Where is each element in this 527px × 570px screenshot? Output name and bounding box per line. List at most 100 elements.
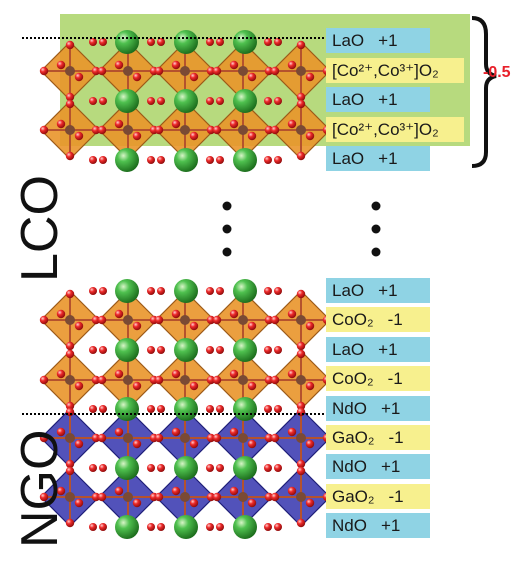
surface-layer-tag: LaO +1	[326, 146, 430, 171]
layer-name: GaO₂	[332, 486, 375, 506]
oxygen-atom	[74, 131, 84, 141]
oxygen-atom	[296, 99, 306, 109]
oxygen-atom	[212, 66, 222, 76]
oxygen-atom	[229, 486, 239, 496]
oxygen-atom	[99, 346, 107, 354]
b-site-cation	[238, 375, 248, 385]
layer-charge: +1	[378, 90, 398, 109]
oxygen-atom	[147, 287, 155, 295]
oxygen-atom	[296, 518, 306, 528]
oxygen-atom	[287, 369, 297, 379]
oxygen-atom	[97, 375, 107, 385]
la-cation	[174, 148, 198, 172]
oxygen-atom	[216, 38, 224, 46]
oxygen-atom	[171, 486, 181, 496]
oxygen-atom	[147, 346, 155, 354]
layer-charge: -1	[387, 310, 403, 330]
oxygen-atom	[189, 381, 199, 391]
oxygen-atom	[216, 523, 224, 531]
oxygen-atom	[114, 369, 124, 379]
oxygen-atom	[91, 315, 101, 325]
oxygen-atom	[247, 72, 257, 82]
oxygen-atom	[157, 464, 165, 472]
oxygen-atom	[206, 405, 214, 413]
oxygen-atom	[39, 492, 49, 502]
oxygen-atom	[89, 156, 97, 164]
film-label: LCO	[11, 175, 69, 282]
surface-layer-tag: [Co²⁺,Co³⁺]O₂	[326, 57, 464, 83]
oxygen-atom	[305, 321, 315, 331]
oxygen-atom	[247, 131, 257, 141]
oxygen-atom	[99, 156, 107, 164]
oxygen-atom	[274, 523, 282, 531]
layer-charge: +1	[378, 31, 398, 50]
oxygen-atom	[264, 287, 272, 295]
b-site-cation	[123, 125, 133, 135]
oxygen-atom	[114, 486, 124, 496]
oxygen-atom	[206, 346, 214, 354]
b-site-cation	[123, 66, 133, 76]
b-site-cation	[180, 125, 190, 135]
oxygen-atom	[206, 523, 214, 531]
oxygen-atom	[264, 492, 274, 502]
oxygen-atom	[97, 433, 107, 443]
oxygen-atom	[212, 433, 222, 443]
oxygen-atom	[147, 38, 155, 46]
oxygen-atom	[65, 518, 75, 528]
oxygen-atom	[270, 492, 280, 502]
la-cation	[174, 89, 198, 113]
oxygen-atom	[91, 492, 101, 502]
oxygen-atom	[89, 346, 97, 354]
ellipsis-dot	[371, 201, 381, 211]
oxygen-atom	[147, 97, 155, 105]
oxygen-atom	[264, 125, 274, 135]
b-site-cation	[238, 492, 248, 502]
oxygen-atom	[305, 439, 315, 449]
interface-charge-note: -0.5	[483, 64, 511, 81]
oxygen-atom	[247, 439, 257, 449]
b-site-cation	[123, 433, 133, 443]
b-site-cation	[296, 433, 306, 443]
la-cation	[174, 279, 198, 303]
oxygen-atom	[65, 341, 75, 351]
oxygen-atom	[154, 315, 164, 325]
oxygen-atom	[305, 131, 315, 141]
oxygen-atom	[287, 60, 297, 70]
bulk-layer-tag: GaO₂-1	[326, 483, 430, 509]
oxygen-atom	[229, 369, 239, 379]
b-site-cation	[296, 375, 306, 385]
oxygen-atom	[216, 405, 224, 413]
b-site-cation	[65, 492, 75, 502]
oxygen-atom	[147, 405, 155, 413]
la-cation	[174, 338, 198, 362]
layer-charge: +1	[378, 281, 398, 300]
oxygen-atom	[206, 464, 214, 472]
oxygen-atom	[56, 309, 66, 319]
oxygen-atom	[296, 459, 306, 469]
oxygen-atom	[132, 72, 142, 82]
oxygen-atom	[65, 99, 75, 109]
la-cation	[115, 279, 139, 303]
la-cation	[233, 279, 257, 303]
oxygen-atom	[91, 66, 101, 76]
oxygen-atom	[287, 309, 297, 319]
oxygen-atom	[270, 433, 280, 443]
oxygen-atom	[206, 156, 214, 164]
b-site-cation	[65, 433, 75, 443]
oxygen-atom	[305, 72, 315, 82]
la-cation	[233, 30, 257, 54]
oxygen-atom	[274, 464, 282, 472]
oxygen-atom	[99, 287, 107, 295]
oxygen-atom	[97, 125, 107, 135]
layer-charge: +1	[378, 149, 398, 168]
b-site-cation	[180, 492, 190, 502]
layer-name: LaO	[332, 149, 365, 168]
oxygen-atom	[114, 60, 124, 70]
oxygen-atom	[132, 439, 142, 449]
b-site-cation	[65, 375, 75, 385]
oxygen-atom	[216, 346, 224, 354]
ellipsis-dot	[222, 201, 232, 211]
oxygen-atom	[65, 401, 75, 411]
layer-name: LaO	[332, 90, 365, 109]
la-cation	[233, 338, 257, 362]
